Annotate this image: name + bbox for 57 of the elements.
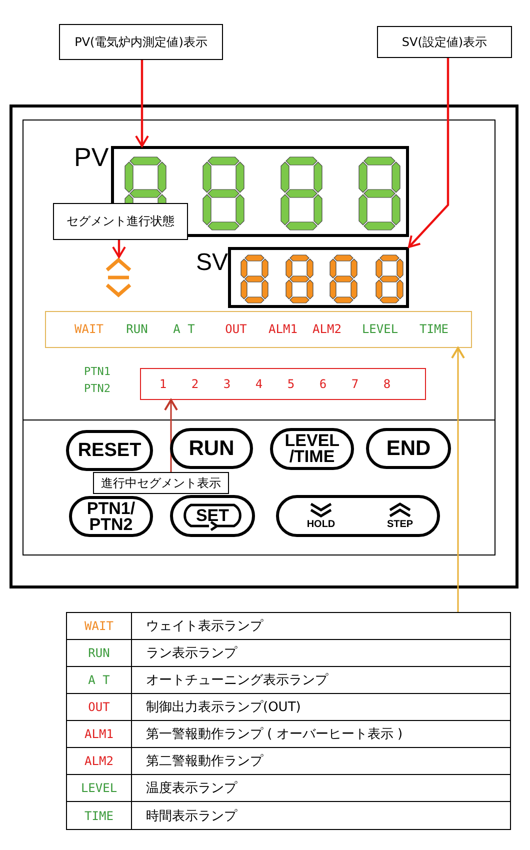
lamp-label: TIME <box>420 322 448 336</box>
lamp-label: ALM2 <box>312 322 342 336</box>
callout-box: 進行中セグメント表示 <box>93 472 229 494</box>
table-cell: LEVEL <box>67 775 132 802</box>
button: RUN <box>170 428 253 469</box>
table-cell: ALM1 <box>67 721 132 748</box>
arrow <box>451 347 465 612</box>
arrow <box>135 60 149 147</box>
indicator-panel <box>45 311 472 348</box>
segment-number: 7 <box>351 377 359 391</box>
table-cell: 温度表示ランプ <box>132 775 510 802</box>
callout-box: セグメント進行状態 <box>53 203 188 240</box>
button: LEVEL /TIME <box>270 428 354 470</box>
segment-number: 3 <box>223 377 231 391</box>
table-cell: OUT <box>67 694 132 721</box>
table-cell: TIME <box>67 802 132 829</box>
button-label: STEP <box>386 519 414 530</box>
table-cell: 第二警報動作ランプ <box>132 748 510 775</box>
callout-box: SV(設定値)表示 <box>377 26 512 58</box>
table-cell: 第一警報動作ランプ ( オーバーヒート表示 ) <box>132 721 510 748</box>
pattern-label: PTN1 <box>84 365 110 379</box>
button-label: HOLD <box>306 519 336 530</box>
table-cell: 制御出力表示ランプ(OUT) <box>132 694 510 721</box>
lamp-label: LEVEL <box>362 322 398 336</box>
lamp-label: OUT <box>225 322 247 336</box>
segment-number: 5 <box>287 377 295 391</box>
arrow <box>112 240 126 258</box>
table-cell: RUN <box>67 640 132 667</box>
arrow <box>164 399 178 472</box>
table-cell: ALM2 <box>67 748 132 775</box>
arrow <box>408 58 450 248</box>
table-cell: オートチューニング表示ランプ <box>132 667 510 694</box>
display-label: SV <box>196 248 228 278</box>
segment-number: 1 <box>159 377 167 391</box>
button: SET <box>170 495 255 537</box>
display-label: PV <box>74 142 109 172</box>
lamp-label: WAIT <box>74 322 104 336</box>
table-cell-text: 時間表示ランプ <box>145 808 238 826</box>
segment-number: 8 <box>383 377 391 391</box>
lamp-table <box>66 612 511 830</box>
button: END <box>366 428 451 469</box>
button: PTN1/ PTN2 <box>69 496 153 537</box>
button-panel <box>276 495 440 537</box>
table-cell: ラン表示ランプ <box>132 640 510 667</box>
segment-number: 6 <box>319 377 327 391</box>
segment-number: 4 <box>255 377 263 391</box>
callout-box: PV(電気炉内測定値)表示 <box>59 24 223 60</box>
segment-number: 2 <box>191 377 199 391</box>
table-cell: WAIT <box>67 613 132 640</box>
lamp-label: RUN <box>126 322 148 336</box>
table-cell: ウェイト表示ランプ <box>132 613 510 640</box>
table-cell: A T <box>67 667 132 694</box>
lamp-label: ALM1 <box>268 322 298 336</box>
lamp-label: A T <box>173 322 195 336</box>
pattern-label: PTN2 <box>84 382 110 396</box>
segment-panel <box>140 368 426 400</box>
up-down-chevron-icon <box>104 257 133 298</box>
